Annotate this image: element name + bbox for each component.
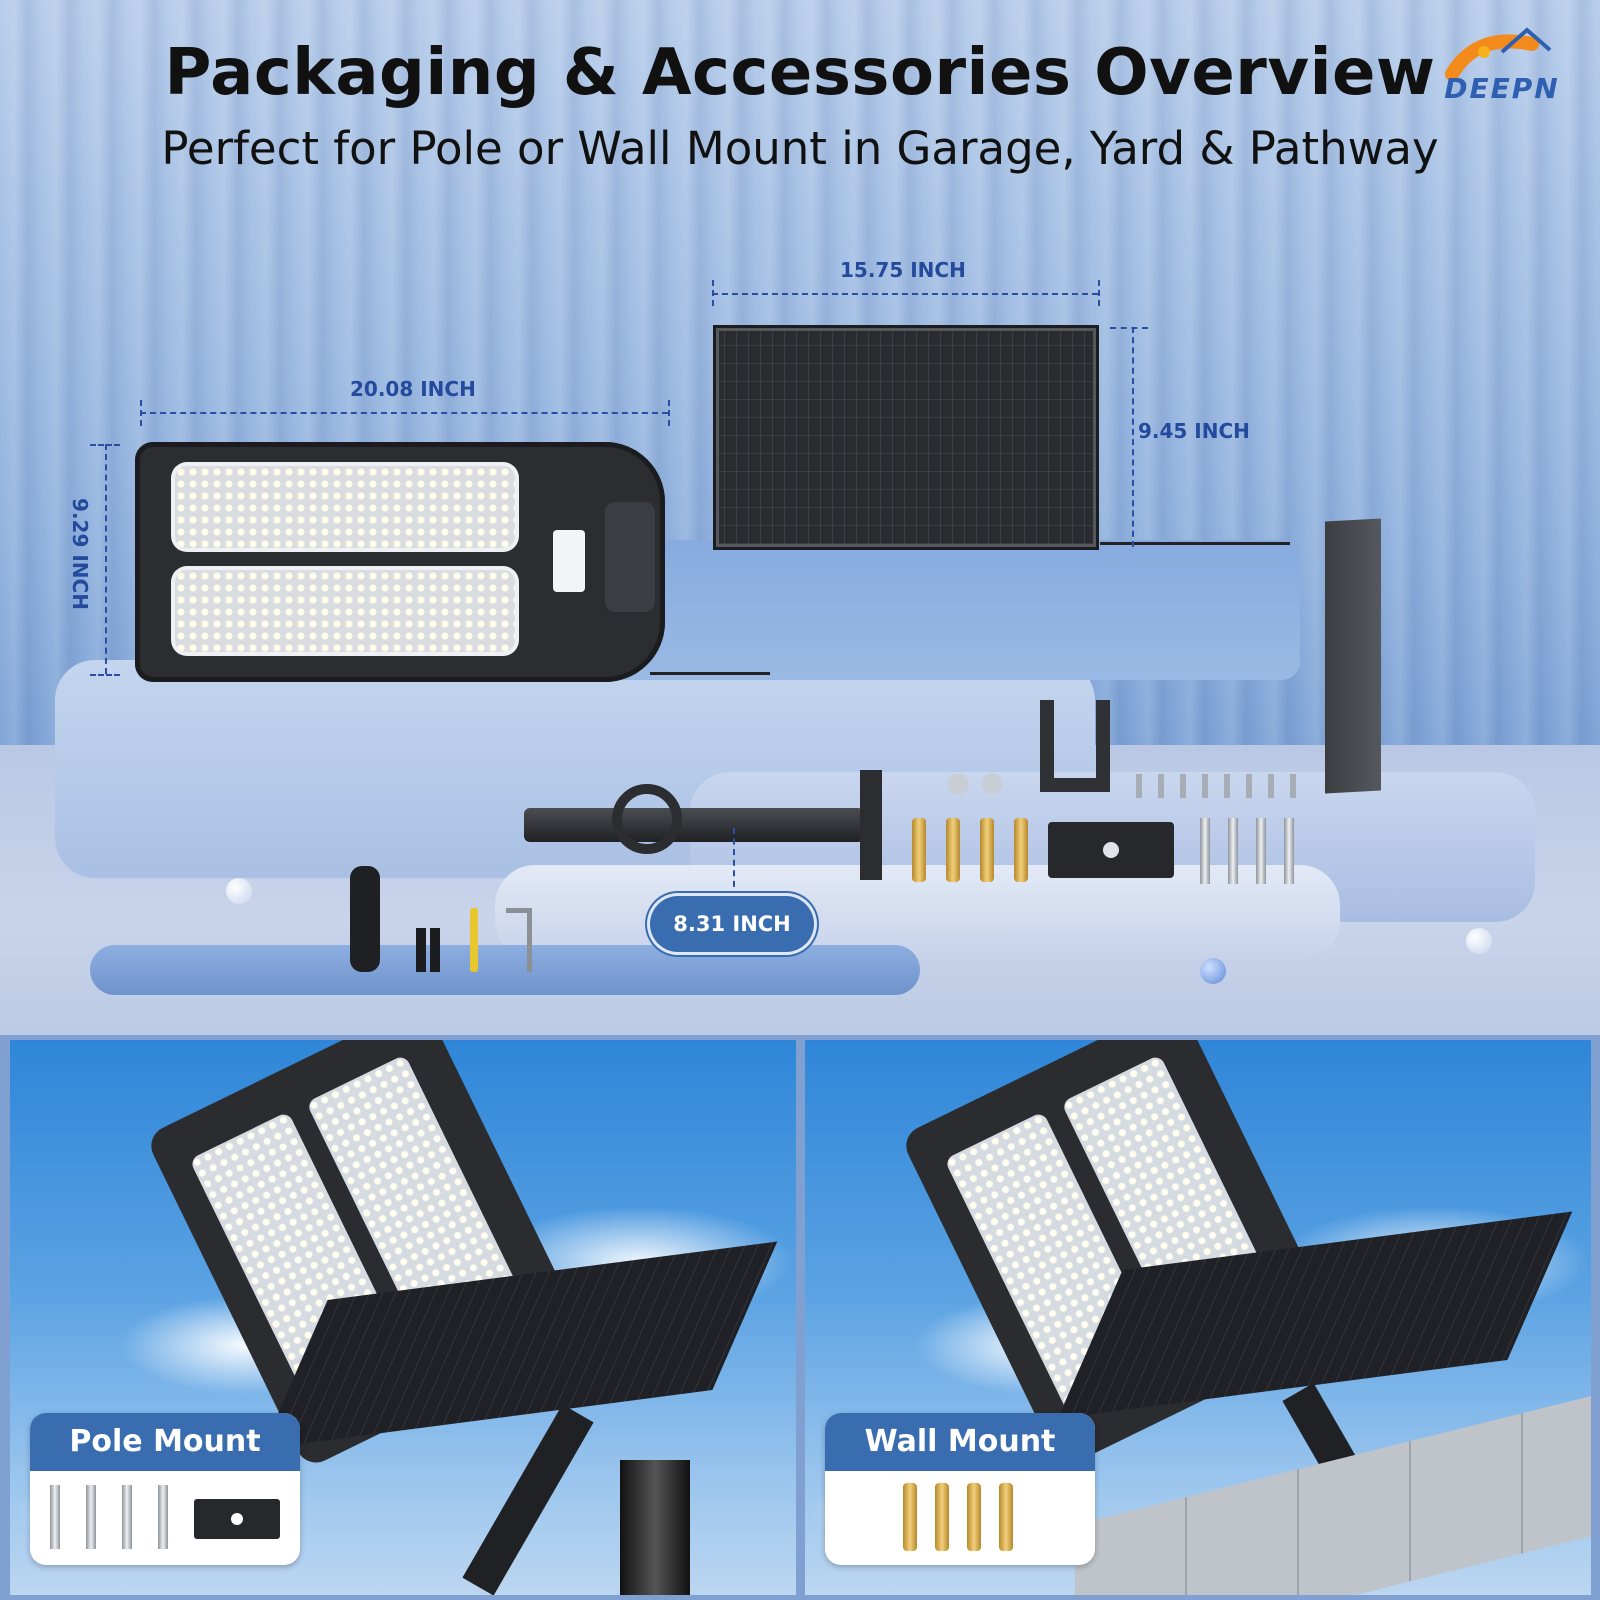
brand-logo-text: DEEPN: [1444, 72, 1560, 105]
pole-mount-badge: Pole Mount: [30, 1413, 300, 1565]
allen-key-tool: [506, 908, 532, 972]
dimension-label-panel-height: 9.45 INCH: [1138, 419, 1250, 443]
battery-pair: [416, 928, 440, 972]
led-light-fixture: [135, 442, 665, 682]
wall-mount-badge: Wall Mount: [825, 1413, 1095, 1565]
pole: [620, 1460, 690, 1595]
control-label-sticker: [553, 530, 585, 592]
expansion-bolt: [980, 818, 994, 882]
solar-panel-cable: [1100, 542, 1290, 545]
led-array-top: [175, 466, 515, 548]
wall-mount-photo: Wall Mount: [805, 1040, 1591, 1595]
solar-panel: [713, 325, 1099, 550]
pole-arm-bracket: [860, 770, 882, 880]
studio-background: Packaging & Accessories Overview Perfect…: [0, 0, 1600, 1035]
dimension-tick: [668, 400, 670, 426]
hex-bolt: [158, 1485, 168, 1549]
page-title: Packaging & Accessories Overview: [164, 36, 1436, 110]
hex-bolt: [50, 1485, 60, 1549]
u-bracket: [1040, 700, 1110, 792]
dimension-badge-arm: 8.31 INCH: [650, 896, 814, 952]
dimension-tick: [712, 280, 714, 306]
hex-bolt: [86, 1485, 96, 1549]
dimension-line-light-height: [105, 444, 107, 674]
dimension-label-light-height: 9.29 INCH: [68, 498, 92, 610]
pole-mount-arm: [524, 808, 864, 842]
small-screws: [1136, 774, 1306, 798]
solar-panel-grid: [719, 331, 1093, 544]
pole-mount-photo: Pole Mount: [10, 1040, 796, 1595]
mounting-plate: [1048, 822, 1174, 878]
expansion-bolt: [967, 1483, 981, 1551]
decorative-sphere: [226, 878, 252, 904]
dimension-label-panel-width: 15.75 INCH: [840, 258, 966, 282]
dimension-tick: [140, 400, 142, 426]
pole-clamp-ring: [612, 784, 682, 854]
mounting-bracket-hub: [605, 502, 655, 612]
wall-mount-hardware: [825, 1471, 1095, 1565]
expansion-bolt: [912, 818, 926, 882]
dimension-line-light-width: [140, 412, 668, 414]
decorative-sphere: [1466, 928, 1492, 954]
pole-mount-hardware: [30, 1471, 300, 1565]
dimension-tick: [90, 674, 120, 676]
hex-bolt: [1200, 818, 1210, 884]
led-array-bottom: [175, 570, 515, 652]
pole-mount-label: Pole Mount: [30, 1413, 300, 1471]
page-subtitle: Perfect for Pole or Wall Mount in Garage…: [161, 122, 1439, 175]
dimension-tick: [1098, 280, 1100, 306]
remote-control: [350, 866, 380, 972]
dimension-line-panel-height: [1132, 327, 1134, 547]
brand-logo: DEEPN: [1432, 22, 1572, 110]
dimension-label-light-width: 20.08 INCH: [350, 377, 476, 401]
expansion-bolt: [1014, 818, 1028, 882]
led-light-cable: [650, 672, 770, 675]
decorative-sphere: [1200, 958, 1226, 984]
wall-mount-label: Wall Mount: [825, 1413, 1095, 1471]
mounting-plate-hole: [231, 1513, 243, 1525]
wall-bracket-plate: [1325, 518, 1381, 794]
hex-bolt: [1256, 818, 1266, 884]
lamp-arm: [462, 1404, 594, 1595]
washer-nuts: [946, 772, 1006, 796]
hex-bolt: [1284, 818, 1294, 884]
hex-bolt: [1228, 818, 1238, 884]
mounting-plate: [194, 1499, 280, 1539]
wrench-tool: [470, 908, 478, 972]
hex-bolt: [122, 1485, 132, 1549]
expansion-bolt: [999, 1483, 1013, 1551]
sun-roof-icon: [1445, 27, 1552, 81]
dimension-label-arm: 8.31 INCH: [673, 912, 791, 936]
expansion-bolt: [935, 1483, 949, 1551]
mounting-plate-hole: [1103, 842, 1119, 858]
expansion-bolt: [946, 818, 960, 882]
dimension-line-arm: [733, 828, 735, 908]
dimension-tick: [90, 444, 120, 446]
dimension-line-panel-width: [712, 293, 1098, 295]
pedestal-front: [90, 945, 920, 995]
dimension-tick: [1110, 327, 1148, 329]
expansion-bolt: [903, 1483, 917, 1551]
